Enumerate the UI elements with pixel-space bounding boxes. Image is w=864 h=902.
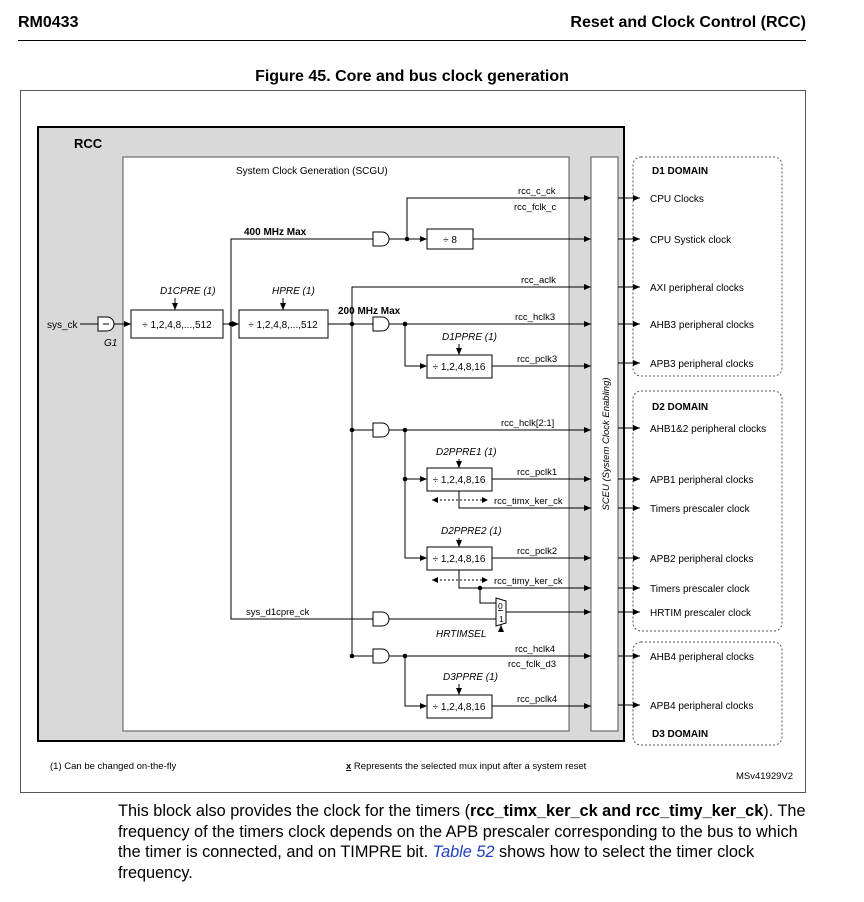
d1-item-cpu-systick: CPU Systick clock xyxy=(650,235,732,246)
mux-note-text: Represents the selected mux input after … xyxy=(351,761,586,772)
d2ppre1-value: ÷ 1,2,4,8,16 xyxy=(433,475,486,486)
d2ppre2-label: D2PPRE2 (1) xyxy=(441,526,502,537)
sceu-block xyxy=(590,156,619,732)
d1-item-cpu-clocks: CPU Clocks xyxy=(650,194,704,205)
rcc-aclk-label: rcc_aclk xyxy=(521,275,556,286)
paragraph-text-3: shows how to select the timer clock freq… xyxy=(118,843,755,882)
clock-gate-d3bus xyxy=(372,648,390,664)
d3ppre-value: ÷ 1,2,4,8,16 xyxy=(433,702,486,713)
rcc-pclk3-label: rcc_pclk3 xyxy=(517,354,557,365)
rcc-pclk1-label: rcc_pclk1 xyxy=(517,467,557,478)
paragraph-text-1: This block also provides the clock for t… xyxy=(118,802,470,820)
arrow-head xyxy=(432,577,488,583)
d2ppre2-value: ÷ 1,2,4,8,16 xyxy=(433,554,486,565)
rcc-hclk3-label: rcc_hclk3 xyxy=(515,312,555,323)
wire xyxy=(458,570,591,591)
rcc-pclk2-label: rcc_pclk2 xyxy=(517,546,557,557)
wire xyxy=(404,656,427,709)
d1-domain-title: D1 DOMAIN xyxy=(652,166,708,177)
junction xyxy=(349,427,355,433)
wire xyxy=(479,588,496,604)
d1-item-apb3: APB3 peripheral clocks xyxy=(650,359,753,370)
figure-frame xyxy=(20,90,806,793)
mux-input-0: 0 xyxy=(498,601,503,611)
mux-note: x Represents the selected mux input afte… xyxy=(346,761,587,772)
sys-ck-label: sys_ck xyxy=(47,320,79,331)
d2-domain-box xyxy=(632,390,783,632)
rcc-timy-ker-ck-label: rcc_timy_ker_ck xyxy=(494,576,563,587)
div8-value: ÷ 8 xyxy=(443,235,457,246)
d2-item-timers-y: Timers prescaler clock xyxy=(650,584,751,595)
d2-item-apb1: APB1 peripheral clocks xyxy=(650,475,753,486)
d1-item-axi: AXI peripheral clocks xyxy=(650,283,744,294)
wire xyxy=(404,430,427,561)
junction xyxy=(402,476,408,482)
clock-gate-d2bus xyxy=(372,422,390,438)
mux-input-1: 1 xyxy=(499,614,504,624)
cpu-max-label: 400 MHz Max xyxy=(244,227,307,238)
wire xyxy=(230,324,373,620)
sceu-label: SCEU (System Clock Enabling) xyxy=(601,377,612,510)
junction xyxy=(349,653,355,659)
rcc-hclk4-label: rcc_hclk4 xyxy=(515,644,555,655)
header-rule xyxy=(18,40,806,41)
d1-domain-box xyxy=(632,156,783,377)
rcc-label: RCC xyxy=(74,136,103,151)
d3-domain-box xyxy=(632,641,783,746)
d3-item-apb4: APB4 peripheral clocks xyxy=(650,701,753,712)
d2-item-hrtim: HRTIM prescaler clock xyxy=(650,608,752,619)
bus-max-label: 200 MHz Max xyxy=(338,306,401,317)
wire xyxy=(230,238,373,324)
gate-g1-label: G1 xyxy=(104,338,117,349)
d2-item-ahb12: AHB1&2 peripheral clocks xyxy=(650,424,766,435)
hpre-value: ÷ 1,2,4,8,...,512 xyxy=(248,320,318,331)
hpre-label: HPRE (1) xyxy=(272,286,315,297)
d3-domain-title: D3 DOMAIN xyxy=(652,729,708,740)
d1ppre-value: ÷ 1,2,4,8,16 xyxy=(433,362,486,373)
footnote: (1) Can be changed on-the-fly xyxy=(50,761,176,772)
d1cpre-value: ÷ 1,2,4,8,...,512 xyxy=(142,320,212,331)
d1ppre-label: D1PPRE (1) xyxy=(442,332,497,343)
figure-id: MSv41929V2 xyxy=(736,771,793,782)
sys-d1cpre-ck-label: sys_d1cpre_ck xyxy=(246,607,310,618)
scgu-label: System Clock Generation (SCGU) xyxy=(236,166,388,177)
clock-gate-d1bus xyxy=(372,316,390,332)
d3ppre-label: D3PPRE (1) xyxy=(443,672,498,683)
d3-item-ahb4: AHB4 peripheral clocks xyxy=(650,652,754,663)
rcc-fclk-d3-label: rcc_fclk_d3 xyxy=(508,659,556,670)
mux-note-x: x xyxy=(346,761,352,772)
clock-diagram: RCC System Clock Generation (SCGU) SCEU … xyxy=(20,90,806,793)
scgu-block xyxy=(122,156,570,732)
d2-item-timers-x: Timers prescaler clock xyxy=(650,504,751,515)
arrow-head xyxy=(432,497,488,503)
clock-gate-hrtim xyxy=(372,611,390,627)
wire xyxy=(351,284,591,324)
document-id: RM0433 xyxy=(18,14,79,31)
paragraph-text-2: ). The frequency of the timers clock dep… xyxy=(118,802,806,861)
d1cpre-label: D1CPRE (1) xyxy=(160,286,216,297)
rcc-timx-ker-ck-label: rcc_timx_ker_ck xyxy=(494,496,563,507)
d2-item-apb2: APB2 peripheral clocks xyxy=(650,554,753,565)
hrtimsel-label: HRTIMSEL xyxy=(436,629,486,640)
rcc-hclk-2-1-label: rcc_hclk[2:1] xyxy=(501,418,554,429)
paragraph-bold-text: rcc_timx_ker_ck and rcc_timy_ker_ck xyxy=(470,802,764,820)
d2-domain-title: D2 DOMAIN xyxy=(652,402,708,413)
section-title: Reset and Clock Control (RCC) xyxy=(570,14,806,31)
hrtim-mux xyxy=(495,597,507,627)
rcc-pclk4-label: rcc_pclk4 xyxy=(517,694,557,705)
d1-item-ahb3: AHB3 peripheral clocks xyxy=(650,320,754,331)
d2ppre1-label: D2PPRE1 (1) xyxy=(436,447,497,458)
wire xyxy=(406,195,591,239)
rcc-c-ck-label: rcc_c_ck xyxy=(518,186,556,197)
table-52-link[interactable]: Table 52 xyxy=(432,843,495,861)
rcc-fclk-c-label: rcc_fclk_c xyxy=(514,202,556,213)
body-paragraph: This block also provides the clock for t… xyxy=(118,801,808,883)
wire xyxy=(404,324,427,369)
figure-title: Figure 45. Core and bus clock generation xyxy=(255,68,569,85)
wire xyxy=(458,491,591,511)
clock-gate-cpu xyxy=(372,231,390,247)
